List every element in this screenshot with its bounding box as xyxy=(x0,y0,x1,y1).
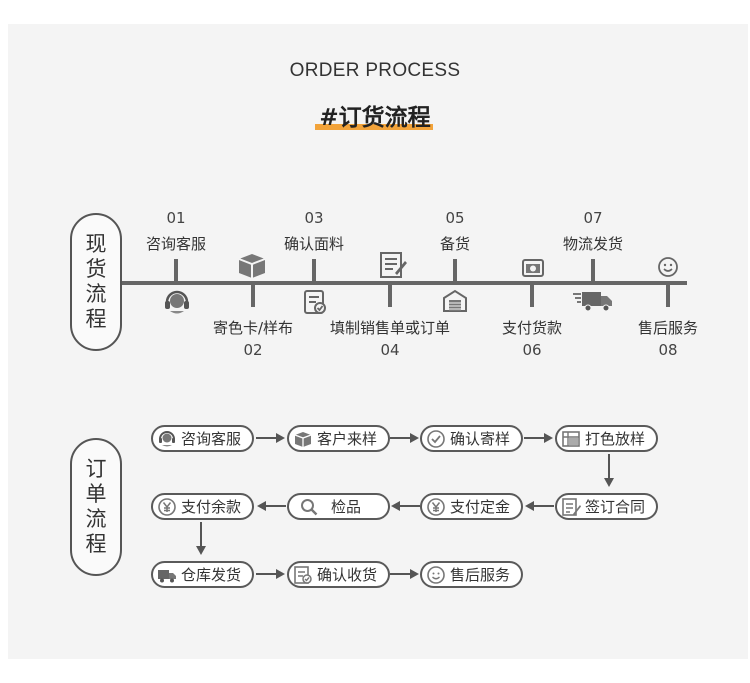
timeline-tick xyxy=(251,285,255,307)
yen-icon xyxy=(426,497,446,517)
order-step: 打色放样 xyxy=(555,425,658,452)
arrow-right-icon xyxy=(390,567,420,581)
step-number: 06 xyxy=(522,341,542,359)
step-label: 物流发货 xyxy=(562,235,623,253)
page-title: #订货流程 xyxy=(319,105,431,131)
step-number: 07 xyxy=(583,209,603,227)
checklist-icon xyxy=(293,565,313,585)
stock-label-char: 程 xyxy=(85,307,107,331)
warehouse-icon xyxy=(442,289,468,313)
headset-icon xyxy=(162,288,192,318)
order-step: 签订合同 xyxy=(555,493,658,520)
order-step-label: 检品 xyxy=(331,498,362,516)
order-step-label: 仓库发货 xyxy=(181,566,242,584)
order-step-label: 确认寄样 xyxy=(450,430,511,448)
timeline-line xyxy=(122,281,687,285)
truck-icon xyxy=(157,565,177,585)
yen-icon xyxy=(157,497,177,517)
order-step-label: 确认收货 xyxy=(317,566,378,584)
timeline-tick xyxy=(312,259,316,281)
order-process-label: 订 单 流 程 xyxy=(70,438,122,576)
timeline-tick xyxy=(591,259,595,281)
step-label: 填制销售单或订单 xyxy=(329,319,450,337)
step-number: 04 xyxy=(380,341,400,359)
order-step: 支付定金 xyxy=(420,493,523,520)
order-label-char: 单 xyxy=(85,482,107,506)
headset-icon xyxy=(157,429,177,449)
order-label-char: 程 xyxy=(85,532,107,556)
step-number: 01 xyxy=(166,209,186,227)
order-step: 咨询客服 xyxy=(151,425,254,452)
contract-icon xyxy=(561,497,581,517)
arrow-left-icon xyxy=(256,499,286,513)
timeline-tick xyxy=(174,259,178,281)
stock-label-char: 流 xyxy=(85,282,107,306)
palette-icon xyxy=(561,429,581,449)
check-circle-icon xyxy=(426,429,446,449)
arrow-right-icon xyxy=(524,431,554,445)
order-step: 确认收货 xyxy=(287,561,390,588)
form-edit-icon xyxy=(379,251,407,279)
order-step: 售后服务 xyxy=(420,561,523,588)
order-step: 支付余款 xyxy=(151,493,254,520)
step-label: 售后服务 xyxy=(637,319,698,337)
arrow-right-icon xyxy=(256,431,286,445)
arrow-right-icon xyxy=(390,431,420,445)
order-step: 确认寄样 xyxy=(420,425,523,452)
stock-label-char: 现 xyxy=(85,232,107,256)
order-step-label: 打色放样 xyxy=(585,430,646,448)
timeline-tick xyxy=(453,259,457,281)
search-icon xyxy=(299,497,319,517)
order-label-char: 流 xyxy=(85,507,107,531)
arrow-left-icon xyxy=(524,499,554,513)
smile-icon xyxy=(657,256,679,278)
stock-process-label: 现 货 流 程 xyxy=(70,213,122,351)
checklist-icon xyxy=(302,289,328,315)
truck-icon xyxy=(573,289,613,313)
timeline-tick xyxy=(666,285,670,307)
step-number: 03 xyxy=(304,209,324,227)
order-step-label: 咨询客服 xyxy=(181,430,242,448)
step-number: 05 xyxy=(445,209,465,227)
order-step: 仓库发货 xyxy=(151,561,254,588)
arrow-right-icon xyxy=(256,567,286,581)
step-label: 咨询客服 xyxy=(145,235,206,253)
order-step-label: 支付余款 xyxy=(181,498,242,516)
title-highlight-bar xyxy=(315,124,433,130)
box-icon xyxy=(236,251,268,279)
order-step: 检品 xyxy=(287,493,390,520)
step-label: 备货 xyxy=(439,235,470,253)
order-step-label: 签订合同 xyxy=(585,498,646,516)
page-subtitle: ORDER PROCESS xyxy=(289,60,461,81)
order-label-char: 订 xyxy=(85,457,107,481)
step-label: 支付货款 xyxy=(501,319,562,337)
timeline-tick xyxy=(530,285,534,307)
wallet-icon xyxy=(521,256,545,278)
order-step-label: 客户来样 xyxy=(317,430,378,448)
arrow-down-icon xyxy=(194,522,208,556)
arrow-down-icon xyxy=(602,454,616,488)
order-step: 客户来样 xyxy=(287,425,390,452)
order-step-label: 支付定金 xyxy=(450,498,511,516)
stock-label-char: 货 xyxy=(85,257,107,281)
step-number: 02 xyxy=(243,341,263,359)
box-icon xyxy=(293,429,313,449)
step-number: 08 xyxy=(658,341,678,359)
smile-icon xyxy=(426,565,446,585)
step-label: 寄色卡/样布 xyxy=(212,319,294,337)
order-step-label: 售后服务 xyxy=(450,566,511,584)
timeline-tick xyxy=(388,285,392,307)
arrow-left-icon xyxy=(390,499,420,513)
step-label: 确认面料 xyxy=(283,235,344,253)
